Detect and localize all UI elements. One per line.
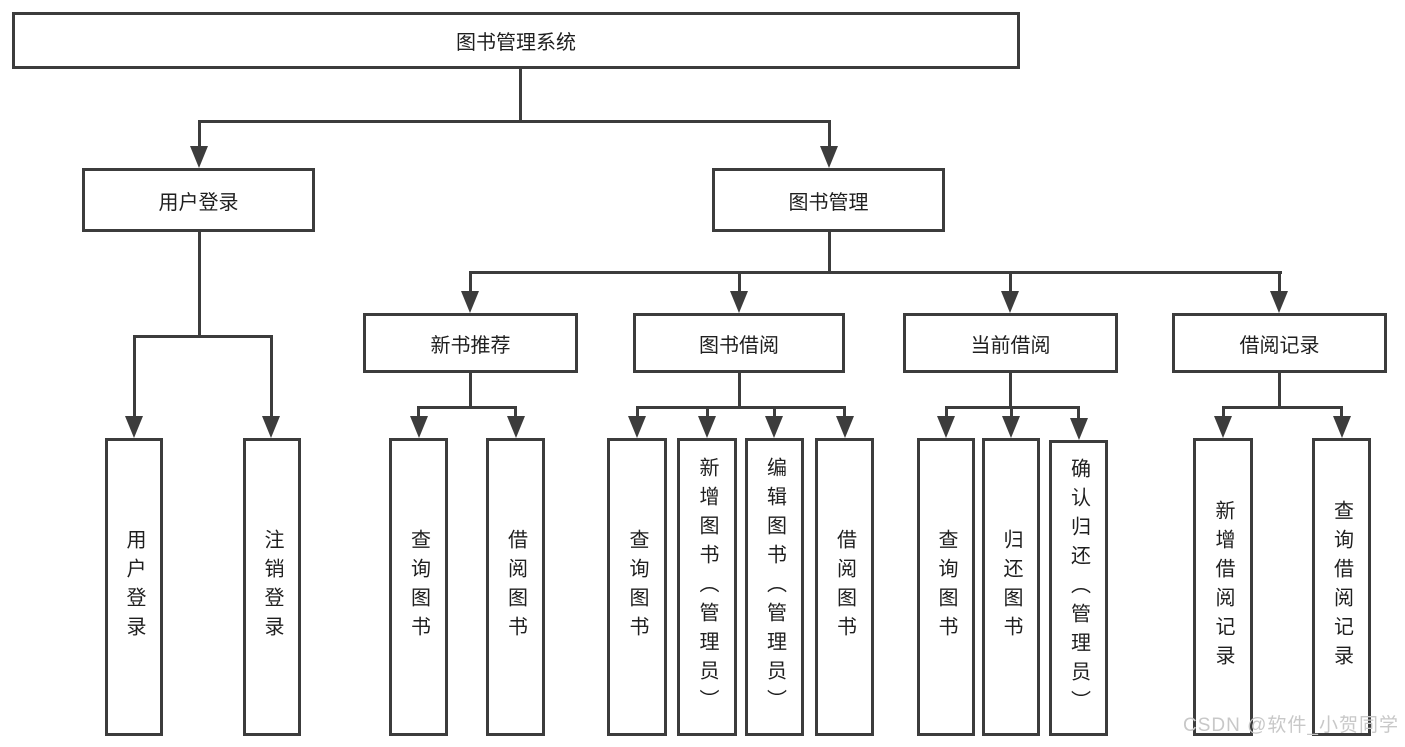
node-label: 新增图书（管理员） [696,456,718,718]
connector [636,406,846,409]
connector [1278,273,1281,293]
node-label: 新书推荐 [430,334,511,357]
node-label: 编辑图书（管理员） [763,456,786,718]
node-label: 借阅图书 [833,529,856,645]
leaf-borrowing-borrow-books: 借阅图书 [815,438,874,736]
node-label: 借阅图书 [504,529,527,645]
connector [828,122,831,148]
arrow-down-icon [125,416,143,438]
connector [133,335,273,338]
node-label: 图书管理 [788,191,869,214]
node-label: 查询图书 [626,529,648,645]
connector [945,408,948,418]
connector [738,273,741,293]
csdn-watermark: CSDN @软件_小贺同学 [1183,715,1399,736]
arrow-down-icon [461,291,479,313]
arrow-down-icon [937,416,955,438]
arrow-down-icon [1070,418,1088,440]
node-label: 新增借阅记录 [1212,500,1234,674]
node-user-login: 用户登录 [82,168,315,232]
node-book-borrowing: 图书借阅 [633,313,845,373]
connector [1222,408,1225,418]
node-label: 用户登录 [158,191,239,214]
arrow-down-icon [190,146,208,168]
arrow-down-icon [410,416,428,438]
arrow-down-icon [1001,291,1019,313]
leaf-return-books: 归还图书 [982,438,1040,736]
node-label: 当前借阅 [970,334,1051,357]
connector [636,408,639,418]
leaf-borrowing-query-books: 查询图书 [607,438,667,736]
leaf-edit-book-admin: 编辑图书（管理员） [745,438,804,736]
leaf-user-login: 用户登录 [105,438,163,736]
connector [1278,373,1281,409]
node-borrowing-records: 借阅记录 [1172,313,1387,373]
leaf-add-book-admin: 新增图书（管理员） [677,438,737,736]
leaf-recommend-query-books: 查询图书 [389,438,448,736]
node-label: 查询图书 [935,529,957,645]
arrow-down-icon [1333,416,1351,438]
arrow-down-icon [698,416,716,438]
connector [469,271,1282,274]
connector [133,337,136,418]
leaf-add-borrow-record: 新增借阅记录 [1193,438,1253,736]
node-label: 图书管理系统 [456,32,576,54]
connector [1009,273,1012,293]
node-label: 用户登录 [123,529,145,645]
connector [773,408,776,418]
leaf-confirm-return-admin: 确认归还（管理员） [1049,440,1108,736]
leaf-query-borrow-record: 查询借阅记录 [1312,438,1371,736]
arrow-down-icon [628,416,646,438]
connector [417,406,517,409]
leaf-logout: 注销登录 [243,438,301,736]
arrow-down-icon [836,416,854,438]
leaf-current-query-books: 查询图书 [917,438,975,736]
connector [1009,373,1012,409]
arrow-down-icon [262,416,280,438]
arrow-down-icon [730,291,748,313]
node-label: 借阅记录 [1239,334,1320,357]
leaf-recommend-borrow-books: 借阅图书 [486,438,545,736]
arrow-down-icon [820,146,838,168]
connector [1340,408,1343,418]
node-current-borrowing: 当前借阅 [903,313,1118,373]
connector [198,122,201,148]
connector [706,408,709,418]
connector [469,273,472,293]
node-label: 图书借阅 [699,334,779,357]
arrow-down-icon [1002,416,1020,438]
arrow-down-icon [1270,291,1288,313]
connector [519,69,522,123]
node-label: 归还图书 [1000,529,1022,645]
connector [469,373,472,409]
connector [514,408,517,418]
connector [1222,406,1343,409]
node-library-system: 图书管理系统 [12,12,1020,69]
connector [843,408,846,418]
arrow-down-icon [1214,416,1232,438]
connector [417,408,420,418]
connector [198,120,831,123]
connector [270,337,273,418]
connector [945,406,1080,409]
connector [738,373,741,409]
connector [198,232,201,338]
node-label: 确认归还（管理员） [1067,457,1090,719]
node-label: 注销登录 [261,529,283,645]
arrow-down-icon [765,416,783,438]
connector [828,232,831,273]
node-new-book-recommend: 新书推荐 [363,313,578,373]
arrow-down-icon [507,416,525,438]
connector [1077,408,1080,418]
node-label: 查询图书 [407,529,430,645]
node-book-management: 图书管理 [712,168,945,232]
node-label: 查询借阅记录 [1330,500,1353,674]
connector [1010,408,1013,418]
